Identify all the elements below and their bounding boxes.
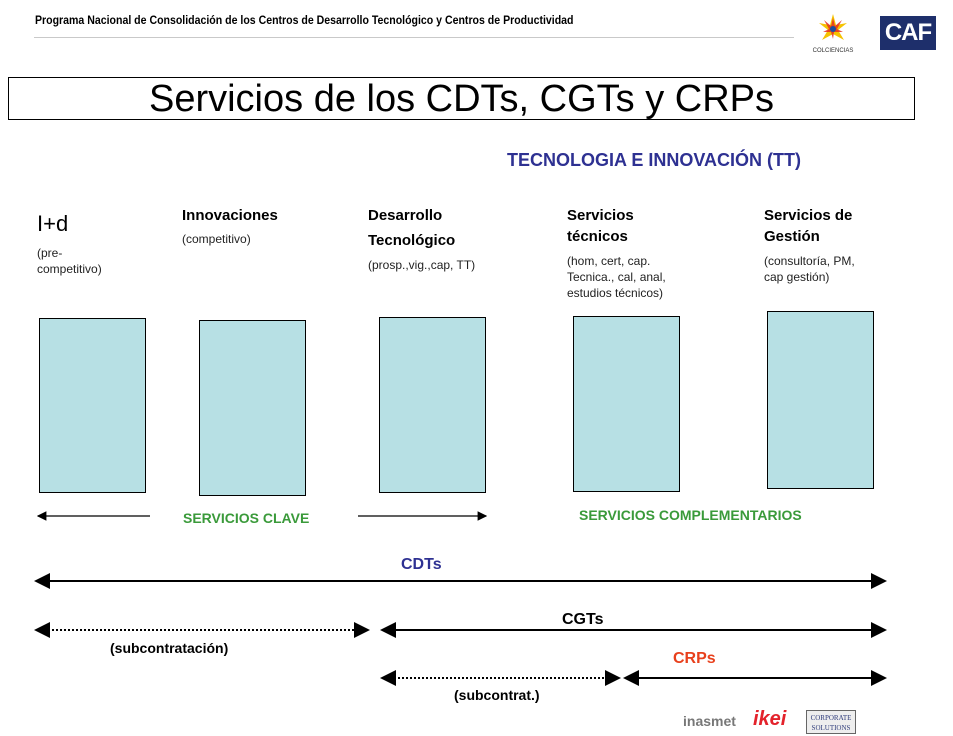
column-2-sub-line-1: (competitivo) bbox=[182, 232, 251, 246]
column-4-heading-line-2: técnicos bbox=[567, 228, 628, 245]
column-5-sub-line-1: (consultoría, PM, bbox=[764, 254, 855, 268]
inasmet-logo: inasmet bbox=[683, 713, 736, 729]
colciencias-star-icon bbox=[819, 14, 847, 40]
column-2-heading: Innovaciones bbox=[182, 207, 278, 224]
colciencias-logo-text: COLCIENCIAS bbox=[812, 48, 854, 54]
section-subtitle: TECNOLOGIA E INNOVACIÓN (TT) bbox=[507, 150, 801, 170]
column-1-heading: I+d bbox=[37, 211, 69, 236]
column-4-box bbox=[573, 316, 680, 492]
caf-logo: CAF bbox=[880, 16, 936, 50]
program-header-text: Programa Nacional de Consolidación de lo… bbox=[35, 13, 574, 27]
column-5-sub-line-2: cap gestión) bbox=[764, 270, 830, 284]
column-1-box bbox=[39, 318, 146, 493]
column-3-box bbox=[379, 317, 486, 493]
header-divider bbox=[34, 37, 794, 38]
cdts-label: CDTs bbox=[401, 556, 442, 573]
column-3-heading-line-1: Desarrollo bbox=[368, 207, 443, 224]
column-3-heading-line-2: Tecnológico bbox=[368, 232, 456, 249]
corporate-solutions-logo: CORPORATE SOLUTIONS bbox=[806, 710, 856, 734]
corporate-solutions-line-2: SOLUTIONS bbox=[811, 724, 851, 732]
column-4-sub-line-1: (hom, cert, cap. bbox=[567, 254, 651, 268]
corporate-solutions-line-1: CORPORATE bbox=[810, 714, 852, 722]
column-3-sub-line-1: (prosp.,vig.,cap, TT) bbox=[368, 258, 476, 272]
crps-label: CRPs bbox=[673, 650, 716, 667]
servicios-complementarios-label: SERVICIOS COMPLEMENTARIOS bbox=[579, 507, 802, 523]
column-4-sub-line-3: estudios técnicos) bbox=[567, 286, 664, 300]
page-title: Servicios de los CDTs, CGTs y CRPs bbox=[148, 78, 774, 120]
ikei-logo: ikei bbox=[753, 708, 787, 730]
column-1-sub-line-2: competitivo) bbox=[37, 262, 102, 276]
column-2-box bbox=[199, 320, 306, 496]
subcontrat-label: (subcontrat.) bbox=[454, 687, 540, 703]
column-1-sub-line-1: (pre- bbox=[37, 246, 63, 260]
title-box: Servicios de los CDTs, CGTs y CRPs bbox=[8, 77, 915, 120]
column-5-heading-line-1: Servicios de bbox=[764, 207, 853, 224]
column-4-heading-line-1: Servicios bbox=[567, 207, 634, 224]
column-4-sub-line-2: Tecnica., cal, anal, bbox=[567, 270, 666, 284]
column-5-heading-line-2: Gestión bbox=[764, 228, 820, 245]
servicios-clave-label: SERVICIOS CLAVE bbox=[183, 510, 310, 526]
colciencias-logo: COLCIENCIAS bbox=[806, 10, 860, 58]
subcontratacion-label: (subcontratación) bbox=[110, 640, 229, 656]
column-5-box bbox=[767, 311, 874, 489]
